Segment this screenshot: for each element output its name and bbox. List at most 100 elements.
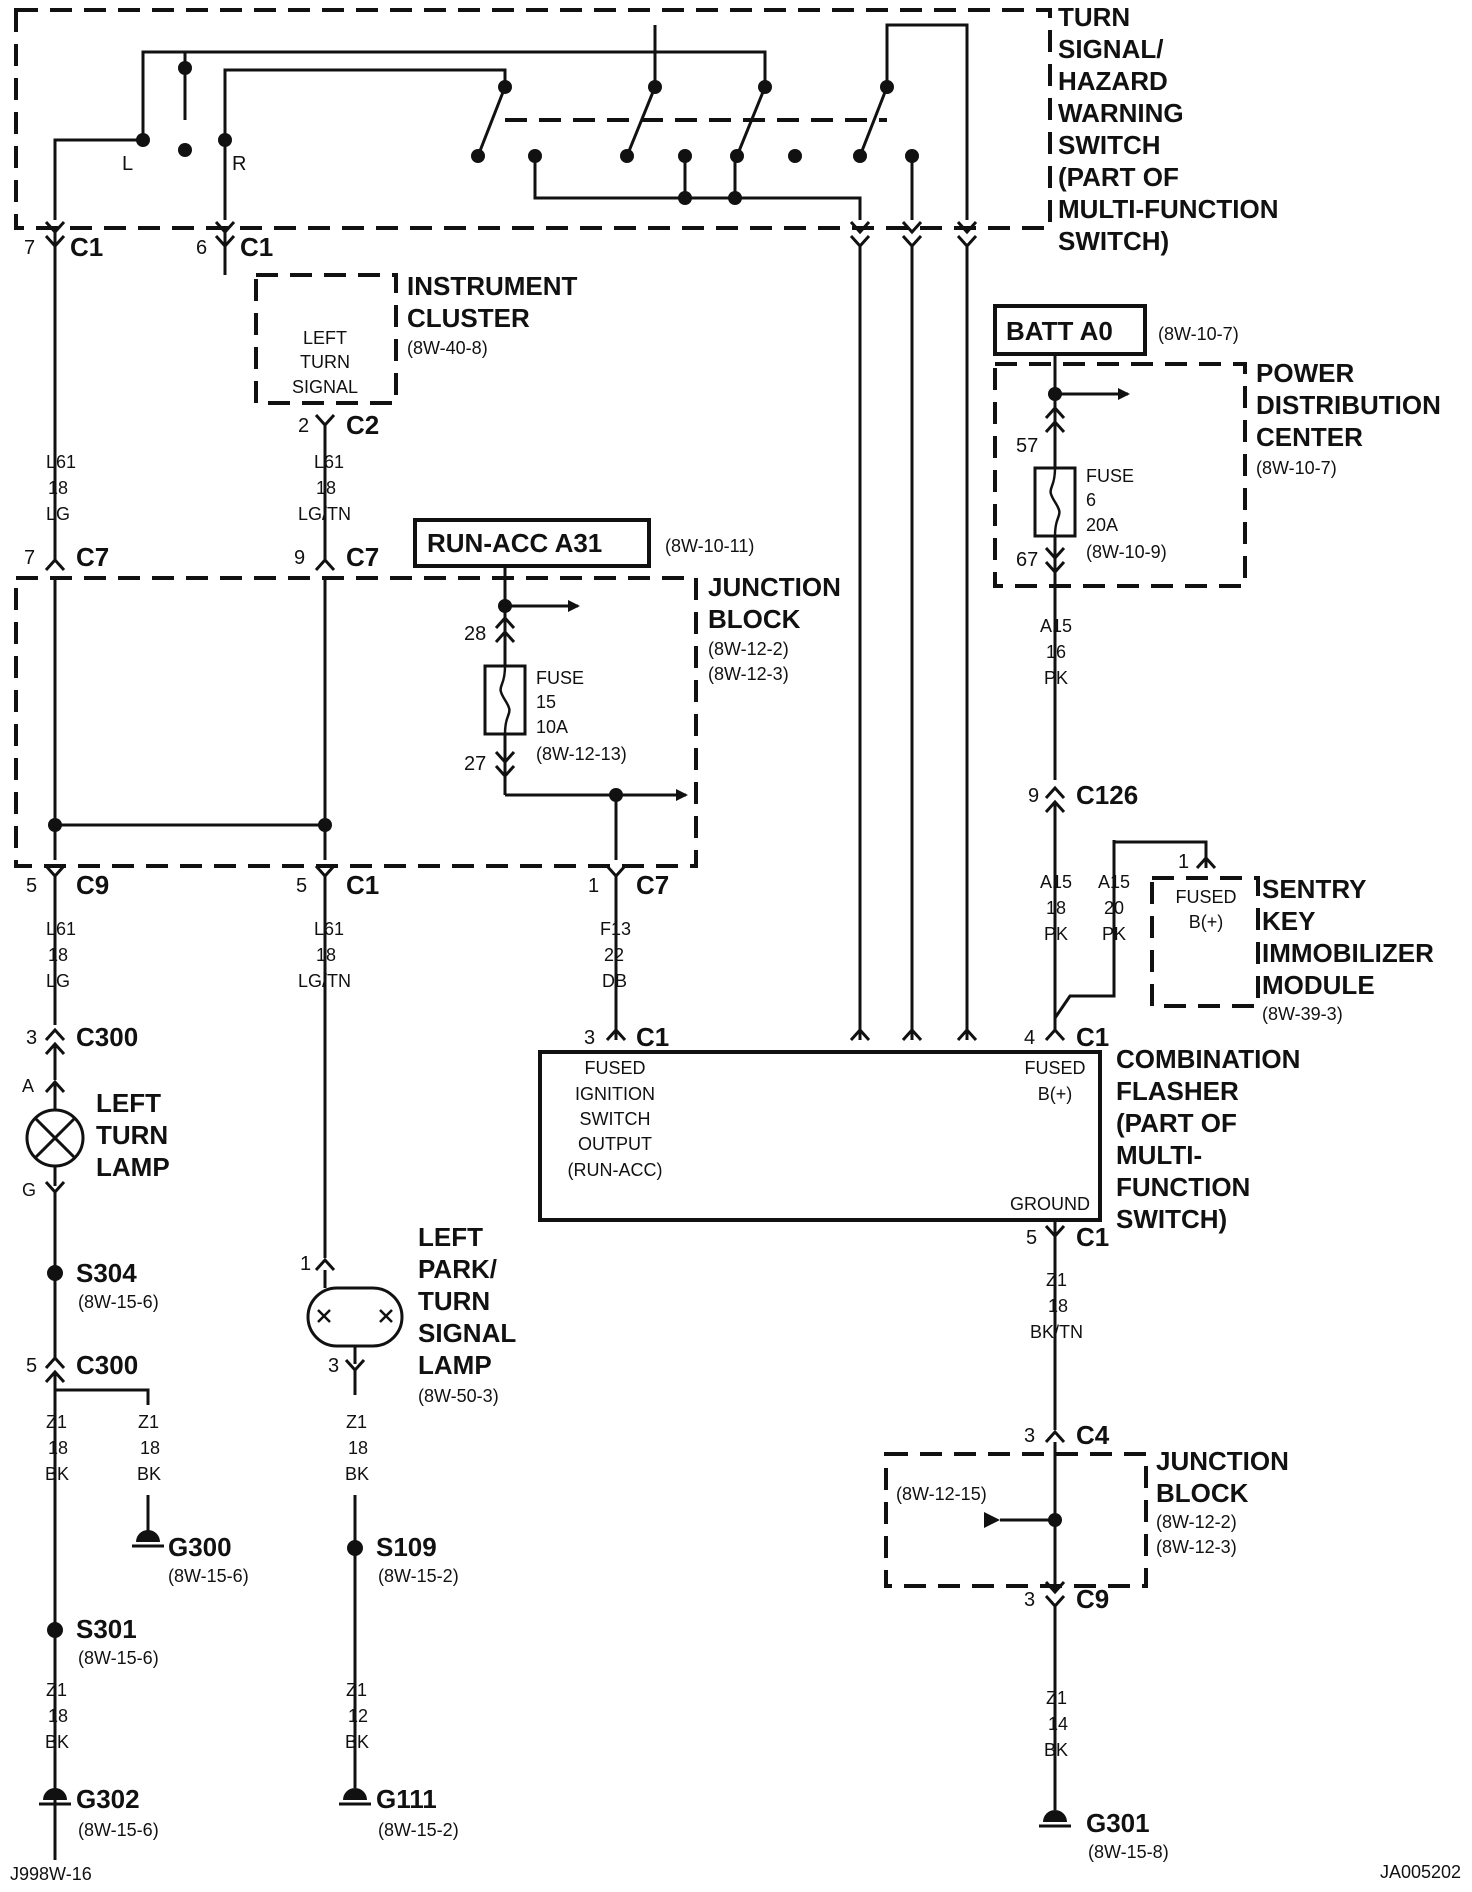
w12-b: 18 — [48, 1706, 68, 1726]
batt-ref: (8W-10-7) — [1158, 324, 1239, 344]
w6-b: 16 — [1046, 642, 1066, 662]
sentry-title-3: IMMOBILIZER — [1262, 938, 1434, 968]
c300-5-name: C300 — [76, 1350, 138, 1380]
jb-fuse-2: 15 — [536, 692, 556, 712]
pdc-fuse-2: 6 — [1086, 490, 1096, 510]
pdc-fuse-3: 20A — [1086, 515, 1118, 535]
c1-6-pin: 6 — [196, 237, 207, 259]
w3-b: 18 — [48, 945, 68, 965]
c7-9-pin: 9 — [294, 547, 305, 569]
w1-a: L61 — [46, 452, 76, 472]
w8-c: PK — [1102, 924, 1126, 944]
s304-name: S304 — [76, 1258, 137, 1288]
w15-c: BK — [1044, 1740, 1068, 1760]
switch-l-label: L — [122, 153, 133, 175]
lamp-pin-g: G — [22, 1180, 36, 1200]
sentry-ref: (8W-39-3) — [1262, 1004, 1343, 1024]
g300-name: G300 — [168, 1532, 232, 1562]
pdc-title-3: CENTER — [1256, 422, 1363, 452]
power-distribution-center: BATT A0 (8W-10-7) 57 67 FUSE 6 20A (8W-1… — [993, 304, 1441, 600]
w12-a: Z1 — [46, 1680, 67, 1700]
w2-a: L61 — [314, 452, 344, 472]
c300-3-pin: 3 — [26, 1027, 37, 1049]
w9-a: Z1 — [1046, 1270, 1067, 1290]
w7-a: A15 — [1040, 872, 1072, 892]
fl-right-1: FUSED — [1024, 1058, 1085, 1078]
w11-c: BK — [137, 1464, 161, 1484]
w9-b: 18 — [1048, 1296, 1068, 1316]
lpl-title-2: PARK/ — [418, 1254, 497, 1284]
lts-3: SIGNAL — [292, 377, 358, 397]
fuse27-pin: 27 — [464, 753, 486, 775]
g300-ref: (8W-15-6) — [168, 1566, 249, 1586]
park-pin-1: 1 — [300, 1253, 311, 1275]
w3-a: L61 — [46, 919, 76, 939]
w4-a: L61 — [314, 919, 344, 939]
w12-c: BK — [45, 1732, 69, 1752]
upper-left-wires: L61 18 LG L61 18 LG/TN 7 C7 9 C7 — [24, 246, 379, 572]
lpl-title-5: LAMP — [418, 1350, 492, 1380]
fuse28-pin: 28 — [464, 623, 486, 645]
left-turn-lamp-circuit: L61 18 LG 3 C300 A G LEFT TURN LAMP S304… — [22, 892, 249, 1860]
sentry-title-2: KEY — [1262, 906, 1315, 936]
fl-left-1: FUSED — [584, 1058, 645, 1078]
c9-5-pin: 5 — [26, 875, 37, 897]
c300-3-name: C300 — [76, 1022, 138, 1052]
switch-title-4: WARNING — [1058, 98, 1184, 128]
w10-c: BK — [45, 1464, 69, 1484]
w13-c: BK — [345, 1464, 369, 1484]
jb-title-1: JUNCTION — [708, 572, 841, 602]
g301-ref: (8W-15-8) — [1088, 1842, 1169, 1862]
switch-title-5: SWITCH — [1058, 130, 1161, 160]
s109-name: S109 — [376, 1532, 437, 1562]
switch-title-2: SIGNAL/ — [1058, 34, 1163, 64]
c9-3-name: C9 — [1076, 1584, 1109, 1614]
fl-title-6: SWITCH) — [1116, 1204, 1227, 1234]
switch-title-8: SWITCH) — [1058, 226, 1169, 256]
footer-left: J998W-16 — [10, 1864, 92, 1884]
w7-c: PK — [1044, 924, 1068, 944]
fl-left-4: OUTPUT — [578, 1134, 652, 1154]
jb-fuse-3: 10A — [536, 717, 568, 737]
w13-b: 18 — [348, 1438, 368, 1458]
switch-title-1: TURN — [1058, 2, 1130, 32]
jb2-ref-2: (8W-12-3) — [1156, 1537, 1237, 1557]
jb-ref-1: (8W-12-2) — [708, 639, 789, 659]
c7-7-name: C7 — [76, 542, 109, 572]
g302-ref: (8W-15-6) — [78, 1820, 159, 1840]
jb-fuse-1: FUSE — [536, 668, 584, 688]
w13-a: Z1 — [346, 1412, 367, 1432]
junction-block-upper: 28 27 FUSE 15 10A (8W-12-13) JUNCTION BL… — [14, 566, 841, 868]
sentry-title-1: SENTRY — [1262, 874, 1367, 904]
g301-name: G301 — [1086, 1808, 1150, 1838]
footer-right: JA005202 — [1380, 1862, 1461, 1882]
f13-wire: F13 22 DB 3 C1 — [584, 892, 669, 1052]
c1-6-name: C1 — [240, 232, 273, 262]
sentry-pin-label-2: B(+) — [1189, 912, 1224, 932]
w11-b: 18 — [140, 1438, 160, 1458]
switch-title-6: (PART OF — [1058, 162, 1179, 192]
w2-c: LG/TN — [298, 504, 351, 524]
c7-1-pin: 1 — [588, 875, 599, 897]
c4-pin: 3 — [1024, 1425, 1035, 1447]
c7-7-pin: 7 — [24, 547, 35, 569]
c1-4-name: C1 — [1076, 1022, 1109, 1052]
connector-c1-switch: 7 C1 6 C1 — [24, 220, 273, 262]
w8-b: 20 — [1104, 898, 1124, 918]
fl-title-3: (PART OF — [1116, 1108, 1237, 1138]
ic-title-1: INSTRUMENT — [407, 271, 578, 301]
fl-ground: GROUND — [1010, 1194, 1090, 1214]
w1-b: 18 — [48, 478, 68, 498]
w14-c: BK — [345, 1732, 369, 1752]
c9-5-name: C9 — [76, 870, 109, 900]
c9-3-pin: 3 — [1024, 1589, 1035, 1611]
s301-name: S301 — [76, 1614, 137, 1644]
w14-a: Z1 — [346, 1680, 367, 1700]
g111-name: G111 — [376, 1784, 437, 1814]
g111-ref: (8W-15-2) — [378, 1820, 459, 1840]
fl-left-2: IGNITION — [575, 1084, 655, 1104]
w5-a: F13 — [600, 919, 631, 939]
c300-5-pin: 5 — [26, 1355, 37, 1377]
w5-b: 22 — [604, 945, 624, 965]
